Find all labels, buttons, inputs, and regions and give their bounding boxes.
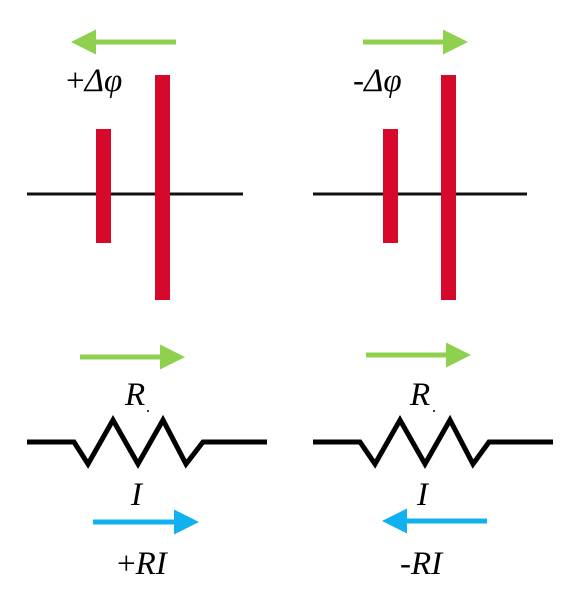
resistor-right-result-label: -RI <box>400 546 444 582</box>
battery-left-label-symbol: Δφ <box>83 63 123 99</box>
resistor-right-zigzag <box>313 414 553 470</box>
battery-right: -Δφ <box>313 29 527 300</box>
resistor-right-resistor-label: R <box>409 377 430 413</box>
resistor-right-current-label: I <box>416 477 430 513</box>
battery-right-long-plate <box>441 75 456 300</box>
resistor-left-result-symbol: RI <box>135 546 169 582</box>
battery-left-label-sign: + <box>66 63 85 99</box>
resistor-left-resistor-label: R <box>124 377 145 413</box>
resistor-left-dot <box>147 410 149 412</box>
resistor-left: R I +RI <box>27 344 267 582</box>
battery-left-label: +Δφ <box>66 63 122 99</box>
resistor-right-result-symbol: RI <box>410 546 444 582</box>
battery-left-short-plate <box>96 129 111 243</box>
battery-right-label: -Δφ <box>353 63 402 99</box>
battery-left: +Δφ <box>27 29 243 300</box>
battery-right-short-plate <box>383 129 398 243</box>
resistor-right: R I -RI <box>313 342 553 582</box>
resistor-left-zigzag <box>27 414 267 470</box>
battery-left-long-plate <box>155 75 170 300</box>
battery-right-label-symbol: Δφ <box>362 63 402 99</box>
resistor-left-current-label: I <box>130 477 144 513</box>
resistor-left-result-sign: + <box>117 546 136 582</box>
battery-right-label-sign: - <box>353 63 364 99</box>
resistor-right-result-sign: - <box>400 546 411 582</box>
resistor-left-result-label: +RI <box>117 546 169 582</box>
resistor-right-dot <box>433 410 435 412</box>
